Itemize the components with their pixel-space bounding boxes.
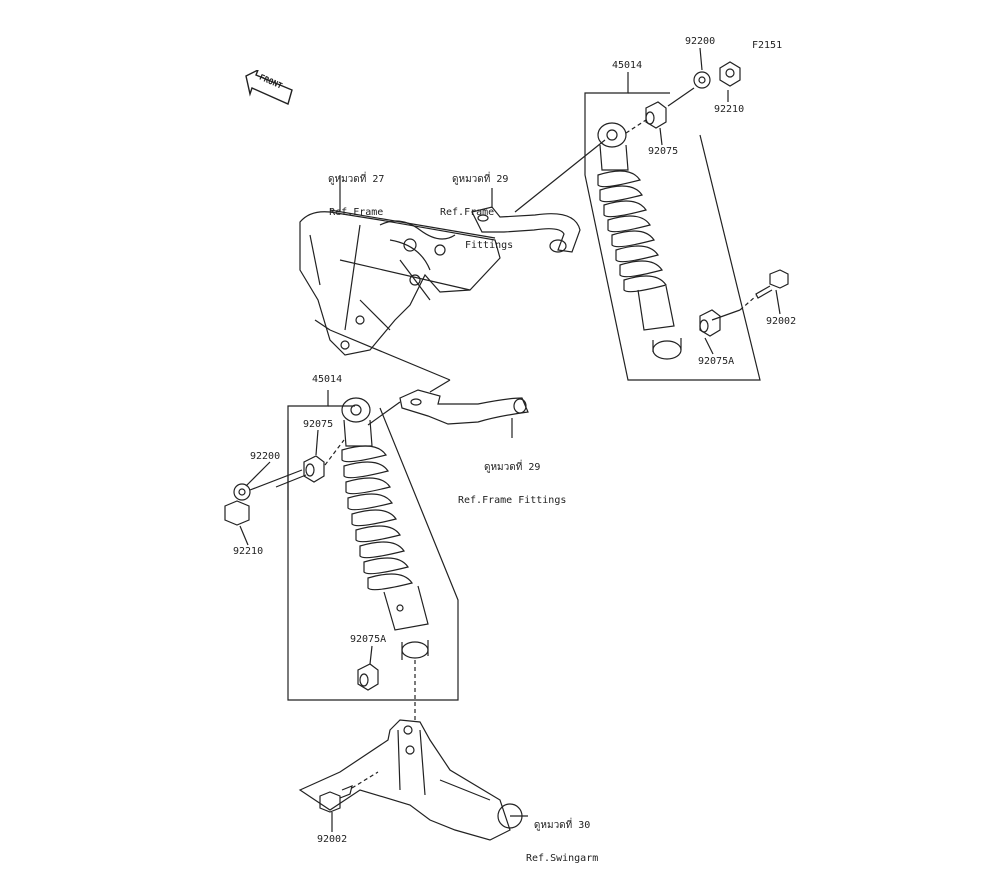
part-label-right-nut[interactable]: 92210: [714, 104, 745, 115]
part-label-left-collar-top[interactable]: 92075: [303, 419, 334, 430]
ref-fittings-top-text: Ref.Frame: [440, 207, 495, 218]
left-shock-absorber: [341, 397, 429, 660]
swingarm-drawing: [298, 719, 528, 841]
ref-swingarm-thai: ดูหมวดที่ 30: [533, 820, 591, 831]
right-assembly-bracket: [584, 72, 761, 381]
part-label-right-shock[interactable]: 45014: [612, 60, 643, 71]
part-label-right-collar-bottom[interactable]: 92075A: [698, 356, 735, 367]
part-label-left-collar-bottom[interactable]: 92075A: [350, 634, 387, 645]
ref-frame-fittings-top: ดูหมวดที่ 29 Ref.Frame Fittings: [440, 152, 513, 262]
left-small-parts: [224, 429, 416, 720]
part-label-right-bolt[interactable]: 92002: [766, 316, 797, 327]
ref-frame: ดูหมวดที่ 27 Ref.Frame: [328, 152, 384, 229]
part-label-left-bolt[interactable]: 92002: [317, 834, 348, 845]
part-label-right-collar-top[interactable]: 92075: [648, 146, 679, 157]
ref-fittings-top-thai: ดูหมวดที่ 29: [452, 174, 509, 185]
ref-frame-thai: ดูหมวดที่ 27: [328, 174, 385, 185]
ref-fittings-top-text2: Fittings: [465, 240, 514, 251]
part-label-right-washer[interactable]: 92200: [685, 36, 716, 47]
ref-swingarm: ดูหมวดที่ 30 Ref.Swingarm: [526, 798, 598, 875]
left-assembly-bracket: [275, 390, 459, 701]
diagram-code: F2151: [752, 40, 783, 51]
ref-fittings-bottom-text: Ref.Frame Fittings: [458, 495, 567, 506]
ref-fittings-bottom-thai: ดูหมวดที่ 29: [483, 462, 541, 473]
right-shock-absorber: [597, 122, 682, 360]
ref-swingarm-text: Ref.Swingarm: [526, 853, 599, 864]
part-label-left-washer[interactable]: 92200: [250, 451, 281, 462]
frame-drawing: [299, 175, 501, 381]
ref-frame-fittings-bottom: ดูหมวดที่ 29 Ref.Frame Fittings: [458, 440, 566, 517]
right-small-parts: [625, 47, 789, 355]
part-label-left-shock[interactable]: 45014: [312, 374, 343, 385]
frame-fittings-bottom: [367, 379, 529, 438]
front-arrow-icon: FRONT: [245, 70, 293, 105]
part-label-left-nut[interactable]: 92210: [233, 546, 264, 557]
ref-frame-text: Ref.Frame: [329, 207, 384, 218]
frame-fittings-top: [471, 139, 606, 253]
